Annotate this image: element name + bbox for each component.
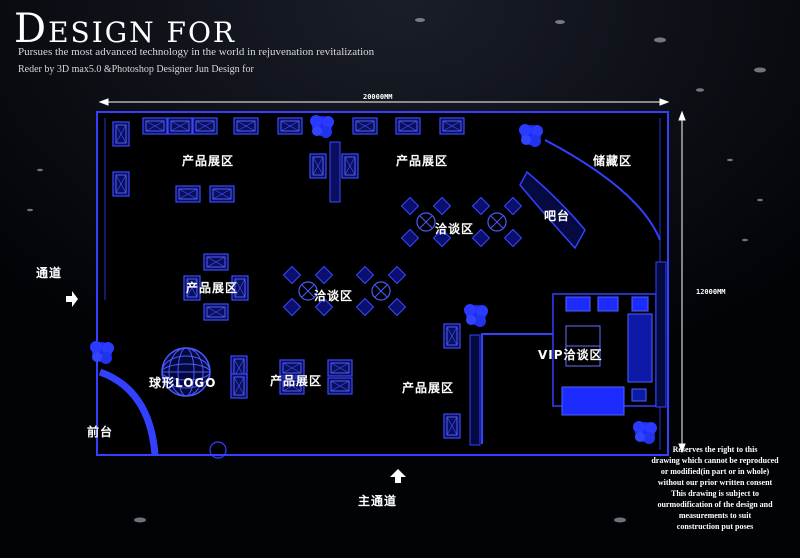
- zone-product-top-mid: 产品展区: [396, 154, 449, 168]
- notice-line: ourmodification of the design and: [657, 500, 773, 509]
- credit-line: Reder by 3D max5.0 &Photoshop Designer J…: [18, 64, 254, 75]
- ceiling-lights: [27, 18, 766, 523]
- center-display-column: [309, 141, 359, 203]
- storage-bar-curves: [519, 139, 661, 250]
- entrance-arrows: [66, 291, 406, 483]
- zone-vip: VIP洽谈区: [538, 348, 603, 362]
- zone-product-top-left: 产品展区: [182, 154, 235, 168]
- notice-line: or modified(in part or in whole): [660, 467, 770, 476]
- vip-room: [481, 261, 667, 444]
- zone-product-left: 产品展区: [186, 281, 239, 295]
- subtitle: Pursues the most advanced technology in …: [18, 46, 375, 58]
- notice-line: Reserves the right to this: [672, 445, 758, 454]
- passage-label: 通道: [36, 266, 63, 280]
- zone-negotiation-top: 洽谈区: [435, 222, 475, 236]
- notice-line: without our prior written consent: [657, 478, 773, 487]
- notice-line: construction put poses: [676, 522, 754, 531]
- main-passage-label: 主通道: [358, 494, 398, 508]
- width-dimension-label: 20000MM: [363, 93, 393, 101]
- notice-line: drawing which cannot be reproduced: [651, 456, 779, 465]
- height-dimension-label: 12000MM: [696, 288, 726, 296]
- zone-product-bottom-mid: 产品展区: [270, 374, 323, 388]
- title-initial: D: [14, 6, 49, 52]
- reception-desk: [98, 368, 159, 456]
- zone-reception: 前台: [87, 425, 114, 439]
- notice-line: measurements to suit: [678, 511, 752, 520]
- right-product-column: [443, 323, 481, 446]
- column-circle: [209, 441, 227, 459]
- dimension-lines: [98, 98, 686, 454]
- copyright-notice: Reserves the right to this drawing which…: [640, 444, 790, 532]
- ball-logo-globe: [161, 347, 211, 397]
- zone-bar: 吧台: [544, 209, 571, 223]
- zone-ball-logo: 球形LOGO: [149, 376, 217, 390]
- page-title: DESIGN FOR: [14, 6, 236, 52]
- zone-product-bottom-right: 产品展区: [402, 381, 455, 395]
- zone-negotiation-mid: 洽谈区: [314, 289, 354, 303]
- zone-storage: 储藏区: [593, 154, 633, 168]
- title-rest: ESIGN FOR: [48, 16, 236, 49]
- notice-line: This drawing is subject to: [670, 489, 759, 498]
